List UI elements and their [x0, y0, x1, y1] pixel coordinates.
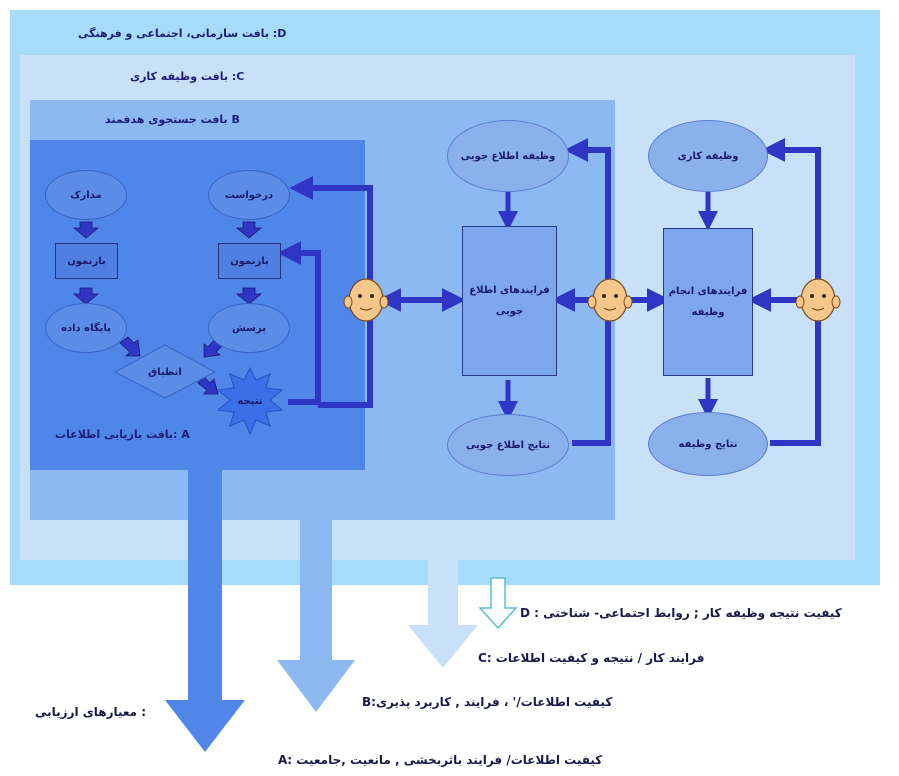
node-baznemoon-left: بازنمون	[55, 243, 118, 279]
layer-d-label: D: بافت سازمانی، اجتماعی و فرهنگی	[78, 27, 287, 40]
arrow-baznemoon-right-down	[235, 287, 263, 305]
node-tatbiq-label: انطباق	[148, 366, 182, 378]
node-porsesh: پرسش	[208, 303, 290, 353]
work-process-line1: فرایندهای انجام	[668, 286, 748, 297]
face-icon	[343, 278, 389, 322]
seek-process-line1: فرایندهای اطلاع	[469, 285, 550, 296]
criteria-arrow-d	[478, 577, 518, 630]
face-icon	[587, 278, 633, 322]
layer-b-label: B بافت جستجوی هدفمند	[105, 113, 240, 126]
arrow-madarek-down	[72, 221, 100, 239]
node-darkhast: درخواست	[208, 170, 290, 220]
node-seek-results: نتایج اطلاع جویی	[447, 414, 569, 476]
node-work-process: فرایندهای انجام وظیفه	[663, 228, 753, 376]
node-natije-label: نتیجه	[237, 395, 263, 407]
node-natije-burst	[216, 366, 284, 436]
node-madarek: مدارک	[45, 170, 127, 220]
arrow-results-to-face1	[318, 300, 373, 408]
node-work-task: وظیفه کاری	[648, 120, 768, 192]
node-paygah-dade: پایگاه داده	[45, 303, 127, 353]
layer-c-label: C: بافت وظیفه کاری	[130, 70, 245, 83]
criteria-d: کیفیت نتیجه وظیفه کار ; روابط اجتماعی- ش…	[520, 606, 842, 620]
node-baznemoon-right: بازنمون	[218, 243, 281, 279]
node-work-results: نتایج وظیفه	[648, 412, 768, 476]
criteria-c: فرایند کار / نتیجه و کیفیت اطلاعات :C	[478, 651, 705, 665]
criteria-arrow-c	[408, 560, 478, 668]
criteria-arrow-b	[277, 520, 355, 712]
arrow-baznemoon-left-down	[72, 287, 100, 305]
node-seek-task: وظیفه اطلاع جویی	[447, 120, 569, 192]
seek-process-line2: جویی	[495, 306, 524, 317]
criteria-b: کیفیت اطلاعات/' ، فرایند , کاربرد پذیری:…	[362, 695, 613, 709]
criteria-title: : معیارهای ارزیابی	[35, 705, 147, 719]
arrow-tatbiq-to-natije	[197, 376, 219, 395]
node-seek-process: فرایندهای اطلاع جویی	[462, 226, 557, 376]
arrow-paygah-to-tatbiq	[119, 336, 141, 357]
face-icon	[795, 278, 841, 322]
arrow-darkhast-down	[235, 221, 263, 239]
criteria-a: کیفیت اطلاعات/ فرایند باثربخشی , مانعیت …	[278, 753, 603, 767]
node-tatbiq-diamond	[113, 344, 217, 399]
criteria-arrow-a	[165, 470, 245, 752]
work-process-line2: وظیفه	[691, 307, 725, 318]
arrow-natije-to-baznemoon	[277, 241, 321, 405]
layer-a-label: A :بافت بازیابی اطلاعات	[55, 428, 190, 441]
